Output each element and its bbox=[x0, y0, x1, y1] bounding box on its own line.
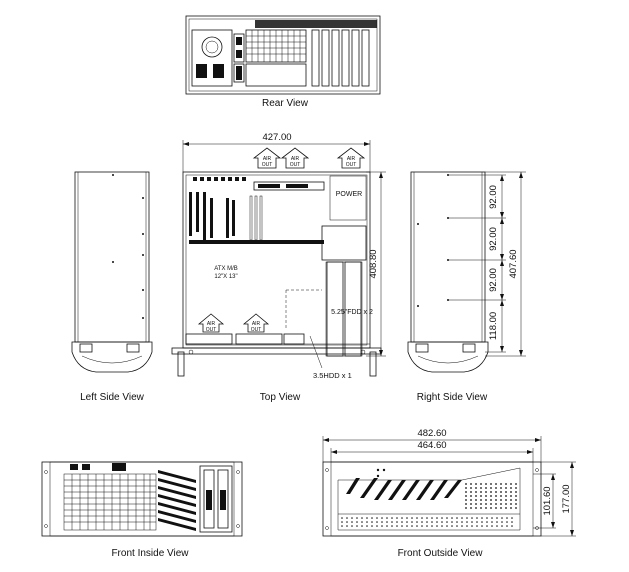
air-out-arrow-low-1: AIR OUT bbox=[197, 313, 225, 333]
svg-text:OUT: OUT bbox=[346, 162, 357, 168]
front-inside-caption: Front Inside View bbox=[111, 548, 189, 559]
svg-text:AIR: AIR bbox=[291, 156, 300, 162]
mb-label-line2: 12"X 13" bbox=[214, 274, 237, 280]
left-side-view: Left Side View bbox=[71, 171, 153, 403]
front-width-inner: 464.60 bbox=[417, 440, 446, 451]
rear-view: Rear View bbox=[185, 15, 381, 109]
air-out-arrow-top-3: AIR OUT bbox=[336, 147, 366, 169]
front-inside-view: Front Inside View bbox=[41, 461, 243, 559]
mb-label-line1: ATX M/B bbox=[214, 266, 238, 272]
svg-text:AIR: AIR bbox=[347, 156, 356, 162]
svg-text:OUT: OUT bbox=[251, 327, 262, 333]
svg-text:OUT: OUT bbox=[290, 162, 301, 168]
svg-text:AIR: AIR bbox=[252, 321, 261, 327]
right-dim-2: 92.00 bbox=[488, 227, 499, 251]
svg-text:AIR: AIR bbox=[207, 321, 216, 327]
svg-text:OUT: OUT bbox=[206, 327, 217, 333]
right-side-caption: Right Side View bbox=[417, 392, 488, 403]
hdd-label: 3.5HDD x 1 bbox=[313, 371, 352, 380]
right-dim-1: 92.00 bbox=[488, 185, 499, 209]
svg-text:OUT: OUT bbox=[262, 162, 273, 168]
rear-view-caption: Rear View bbox=[262, 98, 309, 109]
front-height-outer: 177.00 bbox=[561, 484, 572, 513]
right-dim-3: 92.00 bbox=[488, 268, 499, 292]
air-out-arrow-top-2: AIR OUT bbox=[280, 147, 310, 169]
air-out-arrow-low-2: AIR OUT bbox=[242, 313, 270, 333]
air-out-arrow-top-1: AIR OUT bbox=[252, 147, 282, 169]
right-dim-4: 118.00 bbox=[488, 312, 499, 340]
front-outside-caption: Front Outside View bbox=[398, 548, 484, 559]
top-view-caption: Top View bbox=[260, 392, 301, 403]
front-vent-dots bbox=[341, 483, 517, 527]
right-side-view: 92.00 92.00 92.00 118.00 407.60 Right Si… bbox=[407, 171, 526, 403]
top-view: 427.00 AIR OUT AIR OUT AIR OUT bbox=[171, 132, 386, 403]
left-side-caption: Left Side View bbox=[80, 392, 145, 403]
top-width-dimension: 427.00 bbox=[262, 132, 291, 143]
top-depth-dimension: 408.80 bbox=[368, 249, 379, 278]
right-dim-total: 407.60 bbox=[508, 249, 519, 278]
fdd-label: 5.25"FDD x 2 bbox=[331, 309, 373, 316]
front-width-outer: 482.60 bbox=[417, 428, 446, 439]
front-height-inner: 101.60 bbox=[542, 486, 553, 515]
power-label: POWER bbox=[336, 191, 362, 198]
svg-text:AIR: AIR bbox=[263, 156, 272, 162]
front-outside-view: 482.60 464.60 bbox=[322, 428, 576, 559]
